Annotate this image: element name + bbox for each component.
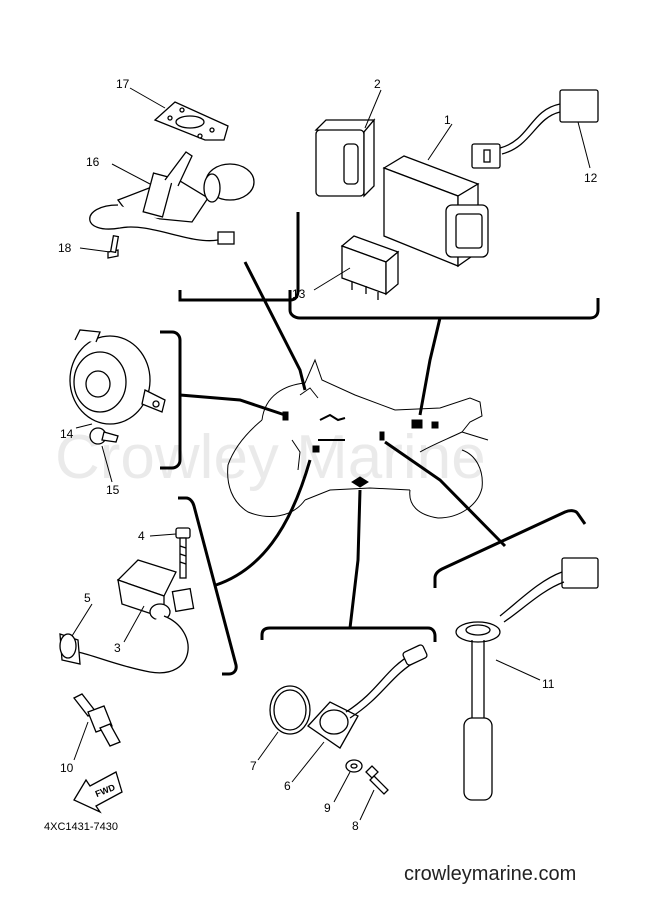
leader-horn [179,393,286,417]
part-7-o-ring [269,685,311,735]
callout-3: 3 [114,641,121,655]
leader-neutral-switch [348,489,362,629]
diagram-code: 4XC1431-7430 [44,821,118,833]
group-bracket-cdi [288,290,600,320]
fwd-arrow-icon: FWD [73,771,123,814]
part-15-bolt [89,427,119,445]
callout-4: 4 [138,529,145,543]
callout-7: 7 [250,759,257,773]
callout-12: 12 [584,171,598,185]
group-bracket-fuel-sender [178,212,300,302]
part-9-washer [345,759,363,773]
part-18-screw [107,235,120,259]
part-10-spark-plug [73,693,121,747]
part-8-screw [365,765,389,795]
callout-18: 18 [58,241,72,255]
part-13-relay [340,235,400,300]
group-bracket-horn [160,330,182,470]
callout-13: 13 [292,287,306,301]
leader-ignition-coil [215,459,312,587]
callout-16: 16 [86,155,100,169]
callout-10: 10 [60,761,74,775]
part-6-neutral-switch [307,644,428,749]
group-bracket-neutral-switch [260,626,437,642]
callout-11: 11 [542,677,555,691]
part-16-fuel-sender [89,151,255,245]
part-1-cdi-unit [382,155,489,268]
part-5-plug-cap [59,615,189,674]
site-url: crowleymarine.com [404,863,576,885]
part-14-horn [69,329,166,425]
leader-fuel-sender [243,261,307,391]
callout-14: 14 [60,427,74,441]
leader-cdi [418,317,442,416]
callout-5: 5 [84,591,91,605]
callout-15: 15 [106,483,120,497]
motorcycle-component-marks [282,411,439,488]
callout-2: 2 [374,77,381,91]
callout-9: 9 [324,801,331,815]
part-17-gasket [153,101,229,141]
group-bracket-ignition-coil [178,496,238,676]
callout-labels: 1 2 3 4 5 6 7 8 9 10 11 12 13 14 15 16 1… [58,77,598,833]
part-12-wire-lead [471,89,599,169]
part-11-fuel-gauge-sender [455,557,599,801]
callout-6: 6 [284,779,291,793]
motorcycle-outline [227,358,489,519]
watermark: Crowley Marine [55,423,486,492]
callout-1: 1 [444,113,451,127]
callout-17: 17 [116,77,130,91]
callout-8: 8 [352,819,359,833]
part-2-cdi-cover [314,118,376,198]
callout-leader-lines [71,87,591,821]
part-3-ignition-coil [116,559,195,621]
leader-fuel-gauge [384,440,507,548]
group-bracket-fuel-gauge [433,509,587,588]
part-4-bolt [175,527,191,579]
